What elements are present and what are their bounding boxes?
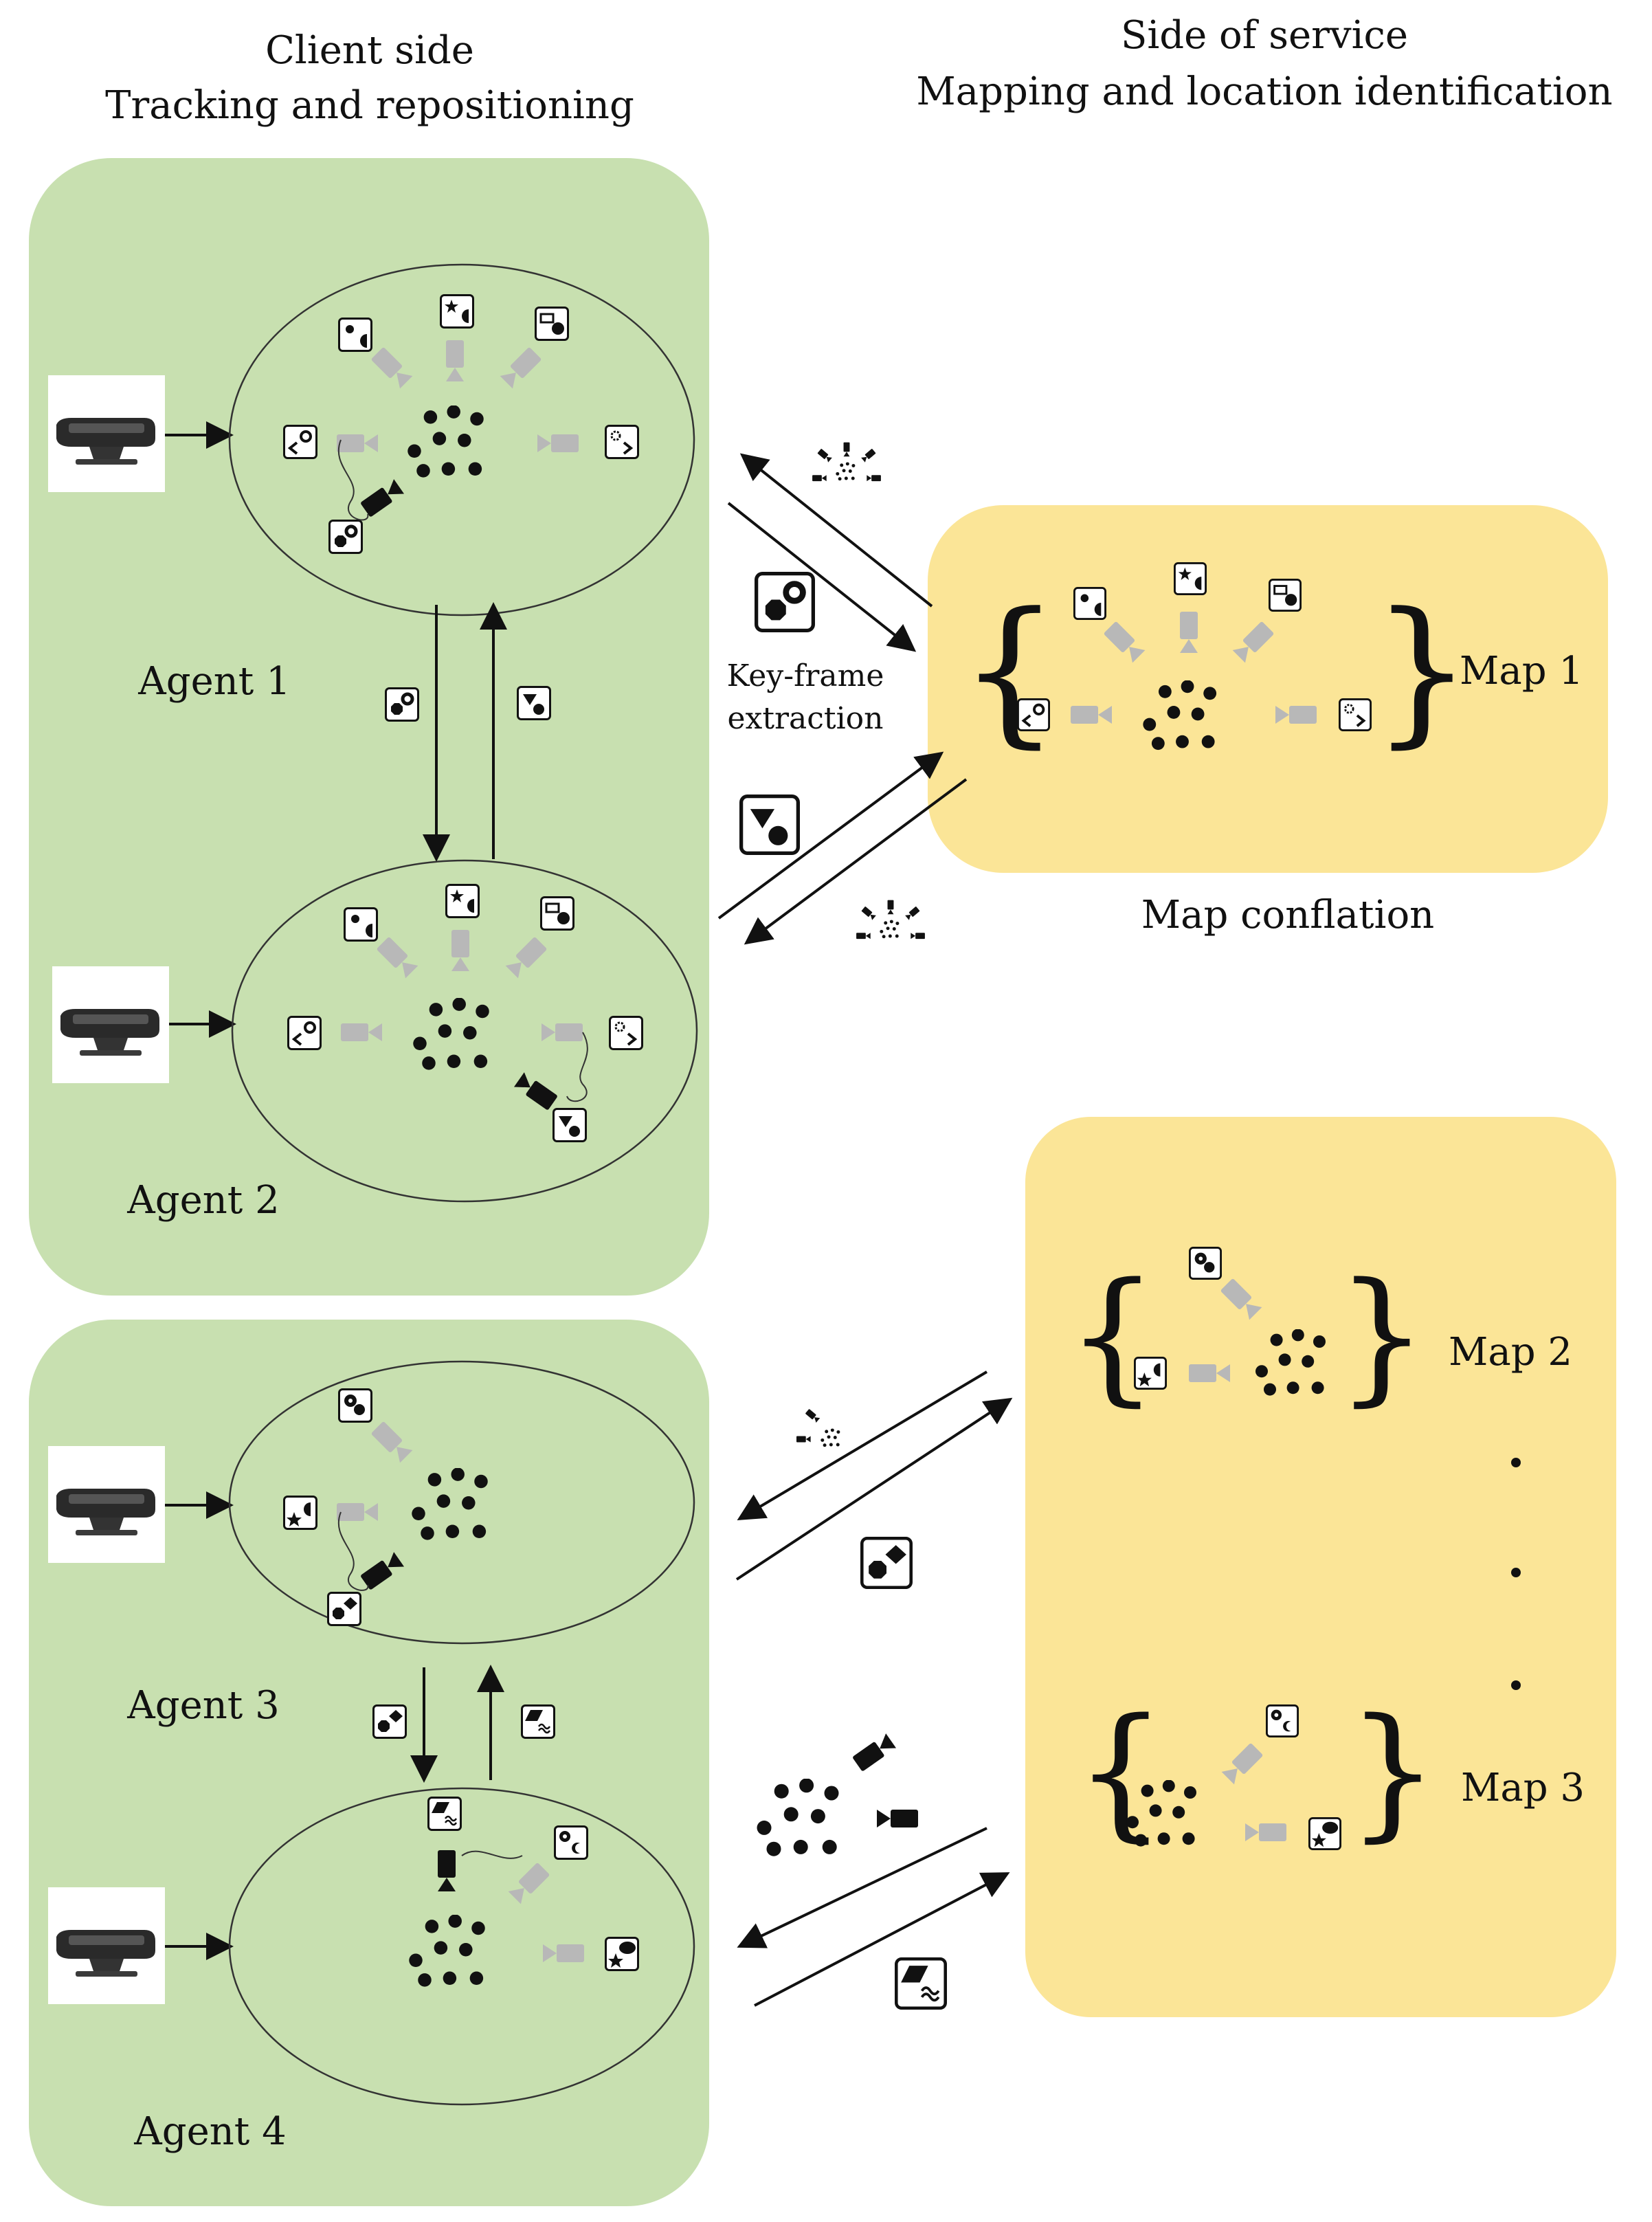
curly-brace-icon: }	[1336, 1252, 1428, 1420]
map-1-group: { } Map 1	[959, 562, 1583, 763]
keyframe-icon	[386, 689, 418, 721]
agent-2-group: Agent 2	[52, 859, 698, 1223]
agent-3-label: Agent 3	[126, 1683, 279, 1728]
keyframe-icon	[540, 896, 574, 931]
keyframe-icon	[609, 1016, 643, 1050]
keyframe-icon	[327, 1592, 361, 1626]
agent-1-map-ellipse	[228, 263, 695, 616]
keyframe-icon	[1308, 1817, 1341, 1850]
keyframe-icon	[1073, 587, 1106, 620]
curly-brace-icon: {	[959, 579, 1060, 763]
keyframe-icon	[605, 1937, 639, 1971]
ellipsis-dot	[1511, 1680, 1521, 1690]
ellipsis-dot	[1511, 1568, 1521, 1577]
camera-icon	[877, 1810, 918, 1827]
keyframe-icon	[896, 1959, 945, 2008]
map-3-group: { } Map 3	[1075, 1687, 1585, 1856]
keyframe-icon	[287, 1016, 322, 1050]
curly-brace-icon: {	[1067, 1252, 1159, 1420]
keyframe-icon	[535, 307, 569, 341]
ellipsis-dot	[1511, 1458, 1521, 1467]
keyframe-icon	[283, 425, 317, 459]
agent-2-label: Agent 2	[126, 1178, 279, 1223]
keyframe-icon	[521, 1704, 555, 1739]
pose-cloud-glyph	[796, 1408, 840, 1447]
depth-camera-icon	[48, 375, 165, 492]
keyframe-icon	[1269, 579, 1302, 612]
depth-camera-icon	[48, 1446, 165, 1563]
keyframe-icon	[1266, 1704, 1299, 1737]
keyframe-icon	[283, 1496, 317, 1530]
keyframe-icon	[1339, 698, 1372, 731]
map1-exchange: Key-frame extraction Map conflation	[717, 442, 1434, 945]
keyframe-icon	[440, 294, 474, 329]
agent-4-map-ellipse	[228, 1787, 695, 2106]
camera-icon	[851, 1733, 897, 1772]
agent-1-label: Agent 1	[137, 659, 290, 704]
keyframe-icon	[372, 1704, 407, 1739]
pose-cloud-glyph	[856, 900, 925, 940]
keyframe-icon	[1189, 1247, 1222, 1280]
keyframe-icon	[344, 907, 378, 942]
keyframe-extraction-line2: extraction	[727, 701, 883, 736]
map-conflation-label: Map conflation	[1141, 893, 1434, 937]
map-1-label: Map 1	[1460, 649, 1583, 693]
curly-brace-icon: }	[1347, 1687, 1439, 1856]
keyframe-icon	[517, 686, 551, 720]
keyframe-icon	[862, 1538, 911, 1587]
depth-camera-icon	[52, 966, 169, 1083]
keyframe-icon	[338, 1388, 372, 1423]
service-side-heading: Side of service Mapping and location ide…	[916, 13, 1612, 114]
agent-4-label: Agent 4	[133, 2109, 286, 2154]
curly-brace-icon: }	[1372, 579, 1472, 763]
keyframe-icon	[445, 884, 480, 918]
pose-cloud-glyph	[812, 442, 881, 482]
keyframe-icon	[427, 1797, 462, 1831]
client-side-heading: Client side Tracking and repositioning	[105, 28, 634, 128]
keyframe-icon	[741, 797, 799, 854]
service-heading-line1: Side of service	[1121, 13, 1408, 58]
client-heading-line1: Client side	[265, 28, 474, 73]
keyframe-icon	[757, 574, 814, 631]
agent-1-group: Agent 1	[48, 263, 695, 704]
service-heading-line2: Mapping and location identification	[916, 69, 1612, 114]
map-3-label: Map 3	[1461, 1766, 1585, 1810]
keyframe-extraction-line1: Key-frame	[727, 658, 884, 693]
maps23-exchange	[735, 1370, 1013, 2008]
keyframe-icon	[605, 425, 639, 459]
agent-4-group: Agent 4	[48, 1787, 695, 2154]
keyframe-icon	[330, 521, 362, 553]
client-heading-line2: Tracking and repositioning	[105, 83, 634, 128]
keyframe-icon	[338, 318, 372, 352]
keyframe-icon	[1174, 562, 1207, 595]
map-2-group: { } Map 2	[1067, 1247, 1572, 1690]
map-2-label: Map 2	[1449, 1330, 1572, 1375]
agent-2-map-ellipse	[231, 859, 698, 1203]
keyframe-icon	[1134, 1357, 1167, 1390]
keyframe-icon	[554, 1825, 588, 1860]
service-panel-maps	[1025, 1117, 1616, 2017]
agent-3-group: Agent 3	[48, 1360, 695, 1728]
curly-brace-icon: {	[1075, 1687, 1167, 1856]
agent-3-map-ellipse	[228, 1360, 695, 1645]
keyframe-icon	[1017, 698, 1050, 731]
point-cloud-icon	[757, 1779, 839, 1856]
keyframe-icon	[552, 1108, 587, 1142]
depth-camera-icon	[48, 1887, 165, 2004]
client-panel-bottom	[29, 1320, 709, 2206]
